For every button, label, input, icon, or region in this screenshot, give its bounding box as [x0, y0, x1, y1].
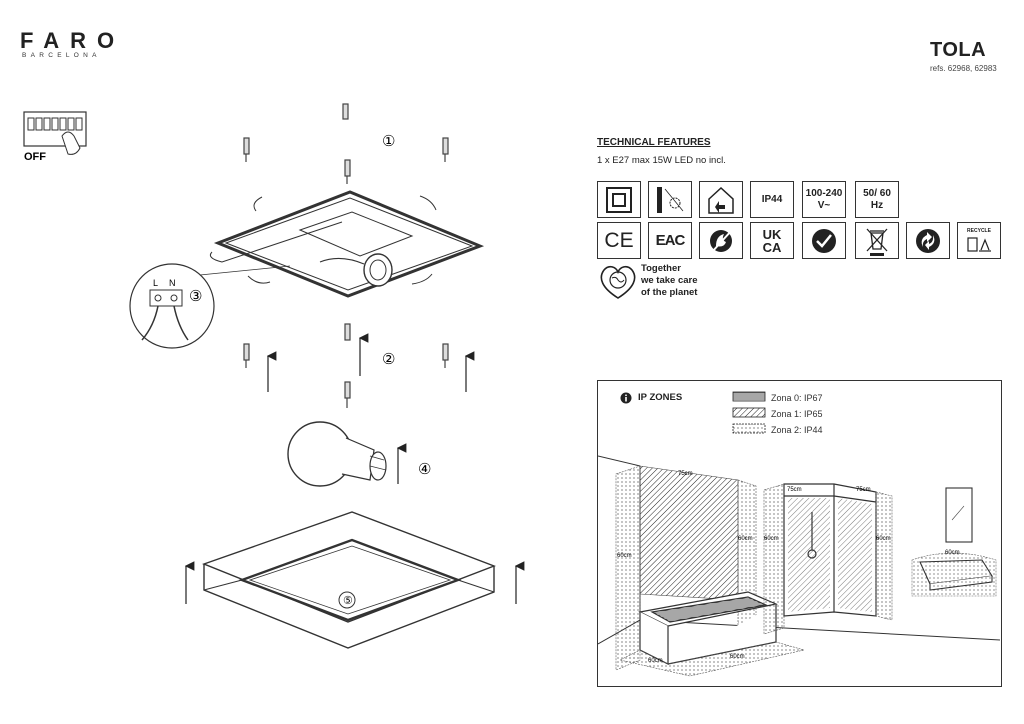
eac-mark-icon: EAC	[648, 222, 692, 259]
live-wire-label: L	[153, 278, 158, 288]
indoor-use-icon	[699, 181, 743, 218]
double-insulation-icon	[597, 181, 641, 218]
product-title: TOLA	[930, 39, 987, 61]
brand-logo: FARO	[20, 28, 126, 53]
mounting-bracket	[209, 190, 485, 298]
measure-shower-right: 60cm	[876, 536, 891, 542]
zone-0-label: Zona 0: IP67	[771, 393, 823, 403]
measure-bath-wall: 60cm	[738, 536, 753, 542]
ip-zones-legend-swatches	[732, 391, 766, 434]
green-dot-icon	[906, 222, 950, 259]
measure-shower-front: 75cm	[787, 487, 802, 493]
off-label: OFF	[24, 151, 46, 163]
planet-heart-icon	[600, 265, 636, 299]
step-5-label: ⑤	[343, 595, 353, 607]
measure-left-wall: 60cm	[617, 553, 632, 559]
lamp-diffuser	[202, 511, 496, 649]
wall-mount-icon	[648, 181, 692, 218]
bathroom-ip-zones-diagram: 75cm 60cm 60cm 60cm 75cm 75cm 60cm 60cm …	[598, 455, 1000, 677]
recycle-icon: RECYCLE	[957, 222, 1001, 259]
fire-safety-icon	[699, 222, 743, 259]
lamp-socket	[319, 253, 393, 287]
zone-2-label: Zona 2: IP44	[771, 425, 823, 435]
ip-zones-title: IP ZONES	[638, 392, 683, 403]
ce-mark-icon: CE	[597, 222, 641, 259]
ip-rating-icon: IP44	[750, 181, 794, 218]
measure-shower-left: 60cm	[764, 536, 779, 542]
step-1-label: ①	[382, 132, 395, 150]
step-3-label: ③	[189, 287, 202, 305]
top-screws	[243, 103, 449, 184]
installation-diagram: OFF ① L N ③	[23, 103, 525, 649]
zone-1-label: Zona 1: IP65	[771, 409, 823, 419]
step-2-label: ②	[382, 350, 395, 368]
quality-check-icon	[802, 222, 846, 259]
wiring-callout: L N	[129, 263, 291, 349]
measure-bath-floor-side: 60cm	[648, 658, 663, 664]
planet-message: Together we take care of the planet	[641, 263, 698, 298]
measure-bath-floor-front: 60cm	[730, 654, 745, 660]
measure-bath-width-top: 75cm	[678, 471, 693, 477]
light-bulb	[287, 421, 387, 487]
ip-zones-panel	[597, 380, 1002, 687]
step-4-label: ④	[418, 460, 431, 478]
weee-bin-icon	[855, 222, 899, 259]
info-icon	[620, 392, 632, 404]
product-refs: refs. 62968, 62983	[930, 64, 997, 73]
technical-spec: 1 x E27 max 15W LED no incl.	[597, 155, 726, 166]
circuit-breaker-icon	[23, 111, 87, 155]
brand-subtitle: BARCELONA	[22, 52, 101, 59]
middle-screws	[243, 323, 449, 408]
measure-shower-side: 75cm	[856, 487, 871, 493]
measure-sink: 60cm	[945, 550, 960, 556]
neutral-wire-label: N	[169, 278, 176, 288]
technical-features-title: TECHNICAL FEATURES	[597, 137, 711, 148]
